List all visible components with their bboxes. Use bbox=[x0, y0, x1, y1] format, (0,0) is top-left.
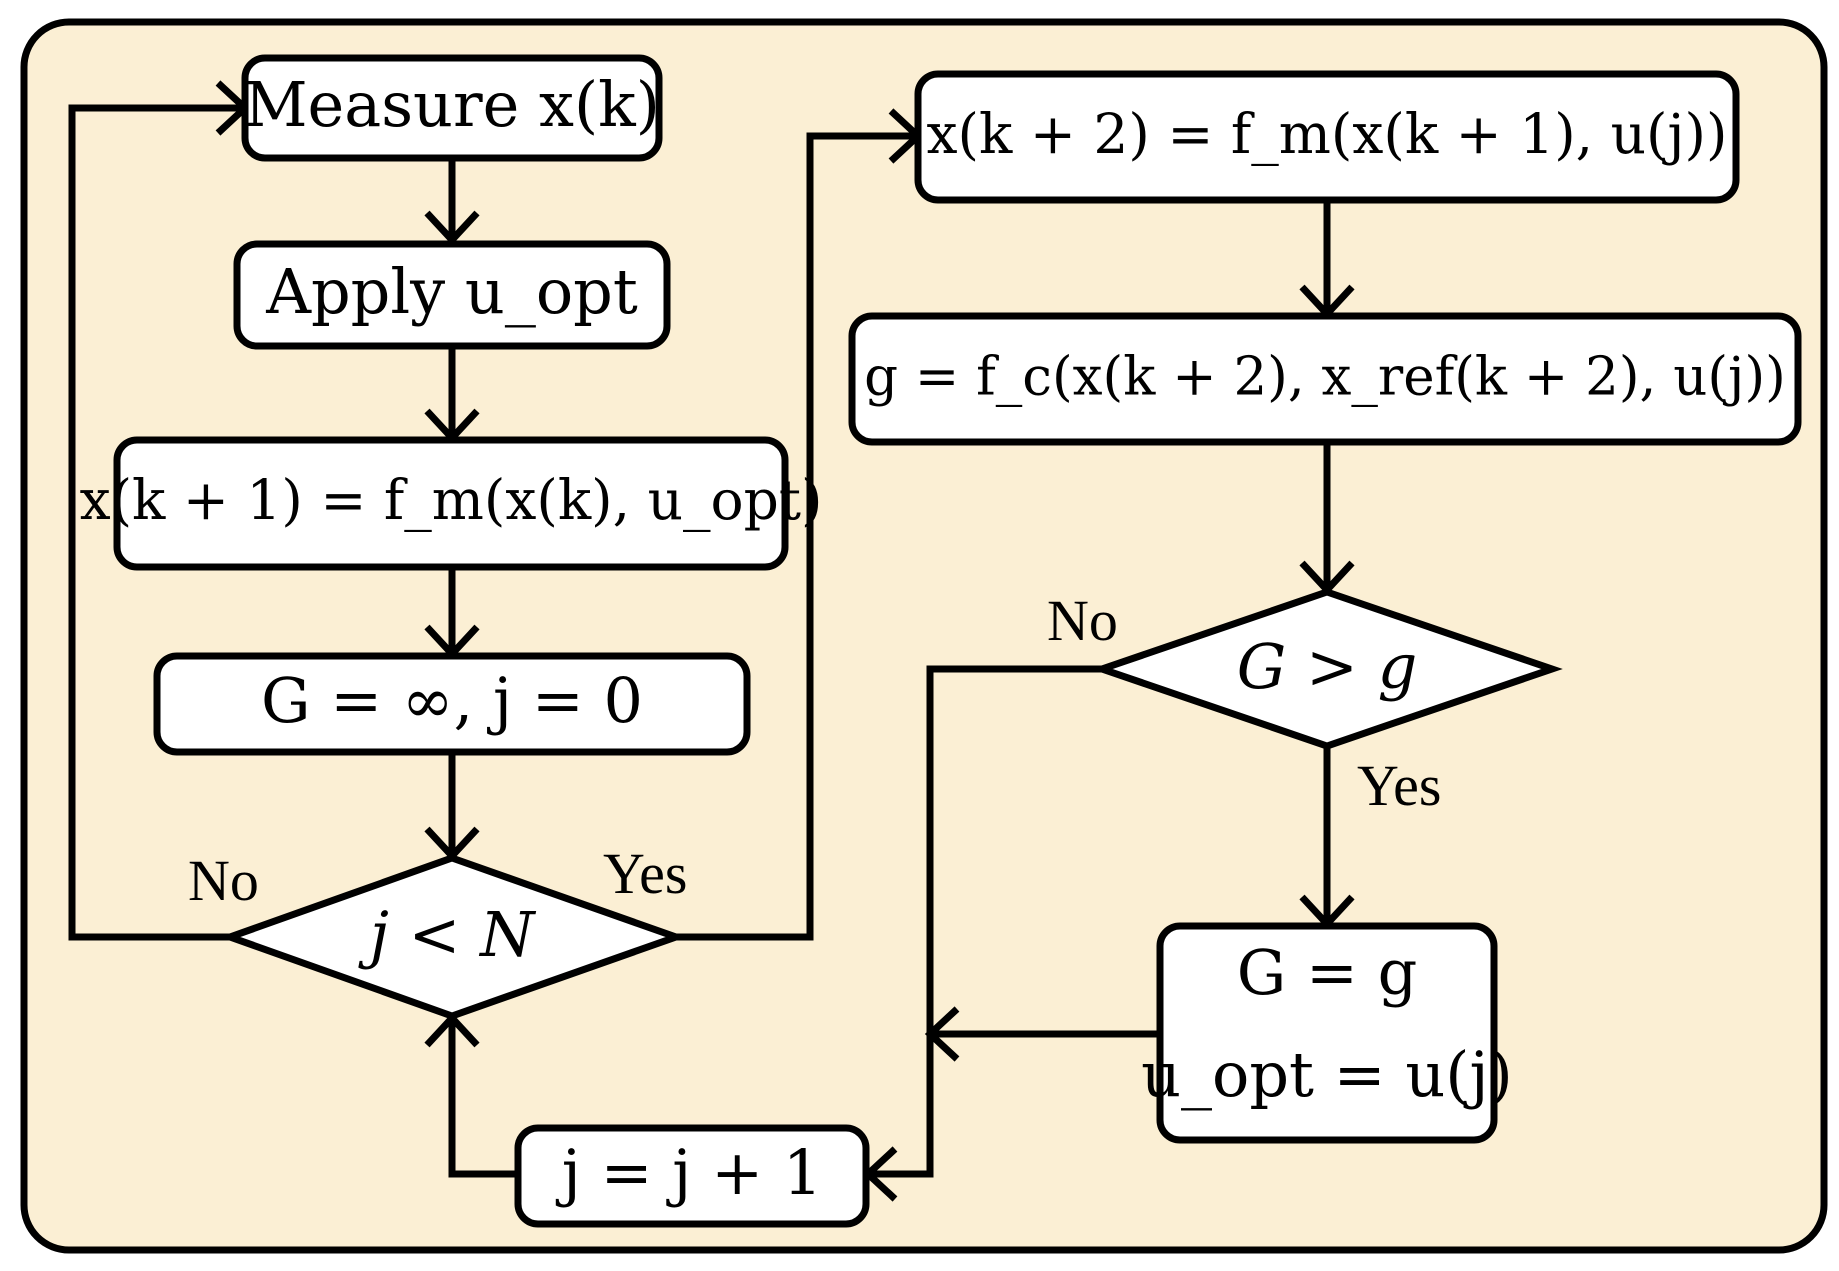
decision-g-gt-g-shape bbox=[1091, 588, 1563, 750]
cost-box: g = f_c(x(k + 2), x_ref(k + 2), u(j)) bbox=[848, 312, 1802, 446]
arrow-no-to-measure bbox=[68, 104, 245, 941]
init-label: G = ∞, j = 0 bbox=[261, 664, 643, 737]
update-label-line2: u_opt = u(j) bbox=[1141, 1038, 1513, 1111]
arrowhead-down bbox=[424, 210, 480, 246]
decision-g-gt-g: G > g bbox=[1091, 588, 1563, 750]
label-no-right: No bbox=[1047, 588, 1118, 653]
panel-background bbox=[20, 18, 1828, 1254]
cost-label: g = f_c(x(k + 2), x_ref(k + 2), u(j)) bbox=[864, 347, 1786, 408]
increment-box-shape bbox=[514, 1124, 870, 1228]
arrow-yes-to-predict2 bbox=[676, 132, 918, 941]
init-box-shape bbox=[153, 652, 751, 756]
apply-box: Apply u_opt bbox=[233, 240, 671, 350]
update-box-shape bbox=[1156, 922, 1498, 1144]
predict-label: x(k + 1) = f_m(x(k), u_opt) bbox=[80, 468, 823, 532]
increment-box: j = j + 1 bbox=[514, 1124, 870, 1228]
update-label-line1: G = g bbox=[1237, 936, 1418, 1009]
label-yes-right: Yes bbox=[1357, 753, 1441, 818]
predict2-box-shape bbox=[914, 70, 1740, 204]
predict-box-shape bbox=[113, 436, 789, 571]
apply-box-shape bbox=[233, 240, 671, 350]
increment-label: j = j + 1 bbox=[556, 1136, 823, 1209]
measure-label: Measure x(k) bbox=[244, 68, 660, 141]
label-no-left: No bbox=[188, 848, 259, 913]
decision-g-gt-g-label: G > g bbox=[1237, 630, 1418, 703]
update-box: G = g u_opt = u(j) bbox=[1141, 922, 1513, 1144]
arrow-no-to-increment bbox=[868, 665, 1102, 1178]
label-yes-left: Yes bbox=[603, 841, 687, 906]
arrow-increment-to-decision bbox=[448, 1018, 518, 1178]
measure-box-shape bbox=[241, 54, 663, 162]
init-box: G = ∞, j = 0 bbox=[153, 652, 751, 756]
predict2-label: x(k + 2) = f_m(x(k + 1), u(j)) bbox=[927, 102, 1728, 166]
cost-box-shape bbox=[848, 312, 1802, 446]
decision-j-lt-n: j < N bbox=[219, 854, 687, 1020]
decision-j-lt-n-shape bbox=[219, 854, 687, 1020]
predict-box: x(k + 1) = f_m(x(k), u_opt) bbox=[80, 436, 823, 571]
decision-j-lt-n-label: j < N bbox=[358, 898, 538, 971]
predict2-box: x(k + 2) = f_m(x(k + 1), u(j)) bbox=[914, 70, 1740, 204]
apply-label: Apply u_opt bbox=[265, 255, 638, 328]
measure-box: Measure x(k) bbox=[241, 54, 663, 162]
